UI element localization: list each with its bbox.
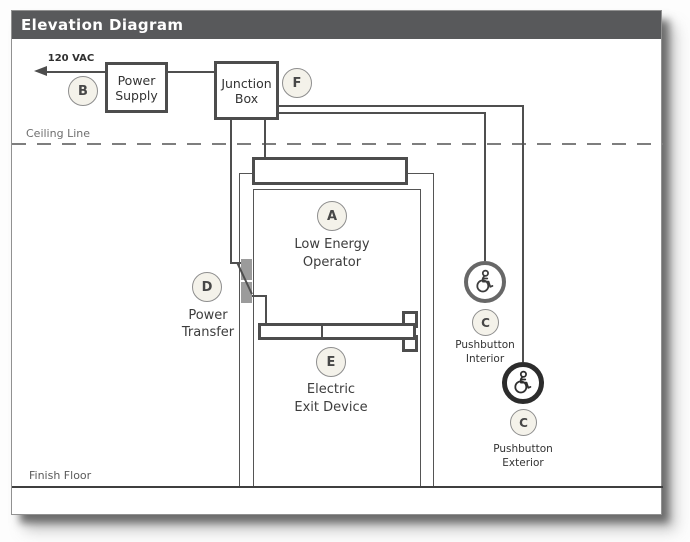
wheelchair-icon xyxy=(476,269,494,293)
vac-feed-label: 120 VAC xyxy=(47,53,95,64)
junction-box-label-line1: Junction xyxy=(221,75,272,91)
power-transfer-label-line2: Transfer xyxy=(181,325,235,340)
power-supply-label-line1: Power xyxy=(117,72,156,88)
power-transfer-label-line1: Power xyxy=(188,308,228,323)
page-title: Elevation Diagram xyxy=(12,11,661,39)
callout-e: E xyxy=(316,347,346,377)
pushbutton-interior-line1: Pushbutton xyxy=(455,339,515,351)
exit-device-bar-divider xyxy=(321,326,323,337)
exit-device-label-line1: Electric xyxy=(306,382,356,397)
exit-device-push-bar xyxy=(258,323,416,340)
wire-junction-to-interior-h xyxy=(279,112,486,114)
callout-d: D xyxy=(192,272,222,302)
finish-floor-line xyxy=(12,486,663,488)
power-transfer-label: Power Transfer xyxy=(158,307,258,341)
callout-f: F xyxy=(282,68,312,98)
wire-junction-to-exterior-v xyxy=(522,105,524,362)
wire-vac-to-power-supply xyxy=(46,71,105,73)
ceiling-line xyxy=(12,143,663,145)
door-leaf xyxy=(253,189,421,486)
wire-junction-to-operator xyxy=(264,117,266,158)
wire-transfer-to-exitdevice-h xyxy=(252,295,267,297)
pushbutton-exterior-line2: Exterior xyxy=(502,457,544,469)
exit-device-label: Electric Exit Device xyxy=(261,381,401,417)
callout-c-exterior: C xyxy=(510,409,537,436)
power-transfer-hinge-upper xyxy=(241,259,252,280)
exit-device-label-line2: Exit Device xyxy=(294,400,368,415)
low-energy-operator-housing xyxy=(252,157,408,185)
wire-transfer-to-exitdevice-v xyxy=(265,295,267,325)
wire-junction-to-exterior-h xyxy=(279,105,524,107)
power-supply-label-line2: Supply xyxy=(115,87,158,103)
callout-b: B xyxy=(68,76,98,106)
pushbutton-exterior-label: Pushbutton Exterior xyxy=(473,442,573,470)
wire-junction-to-powertransfer-v xyxy=(230,117,232,264)
pushbutton-exterior xyxy=(502,362,544,404)
pushbutton-interior xyxy=(464,261,506,303)
wire-junction-to-powertransfer-h xyxy=(230,262,242,264)
power-supply-box: Power Supply xyxy=(105,62,168,113)
power-transfer-hinge-lower xyxy=(241,282,252,303)
callout-a: A xyxy=(317,201,347,231)
pushbutton-exterior-line1: Pushbutton xyxy=(493,443,553,455)
junction-box-label-line2: Box xyxy=(234,90,259,106)
ceiling-line-label: Ceiling Line xyxy=(26,127,90,140)
finish-floor-label: Finish Floor xyxy=(29,469,92,482)
wheelchair-icon xyxy=(514,370,532,394)
operator-label-line1: Low Energy xyxy=(294,237,370,252)
pushbutton-interior-label: Pushbutton Interior xyxy=(435,338,535,366)
callout-c-interior: C xyxy=(472,309,499,336)
left-arrow-icon xyxy=(34,66,47,76)
diagram-sheet: Elevation Diagram Ceiling Line Finish Fl… xyxy=(11,10,663,515)
operator-label-line2: Operator xyxy=(302,255,362,270)
pushbutton-interior-line2: Interior xyxy=(465,353,505,365)
wire-powersupply-junctionbox xyxy=(168,71,214,73)
wire-junction-to-interior-v xyxy=(484,112,486,261)
low-energy-operator-label: Low Energy Operator xyxy=(262,236,402,272)
junction-box: Junction Box xyxy=(214,61,279,120)
